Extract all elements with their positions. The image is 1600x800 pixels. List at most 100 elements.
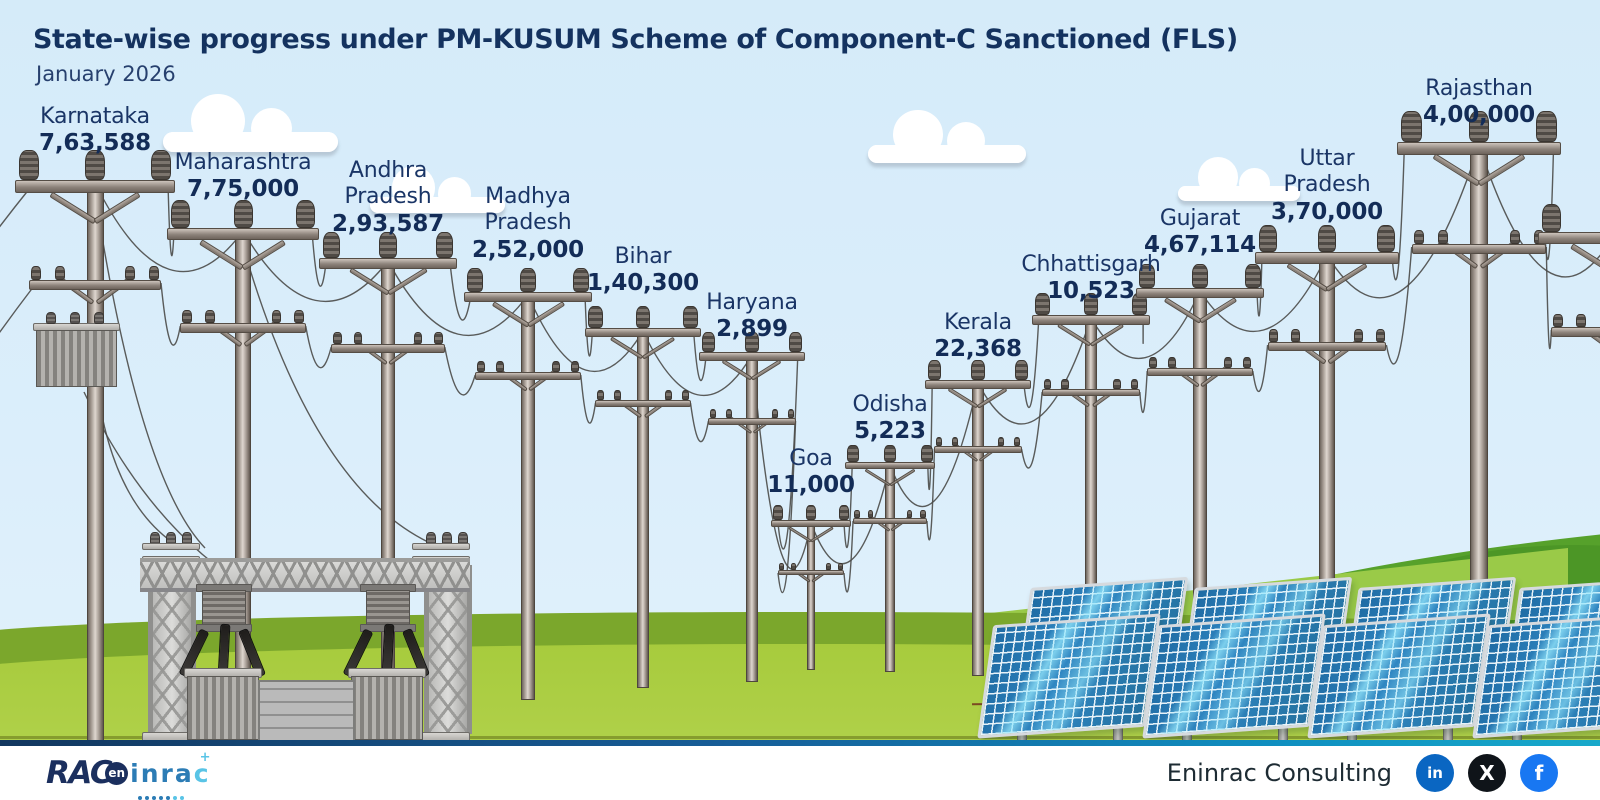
substation-transformer <box>351 676 423 740</box>
page-subtitle: January 2026 <box>36 62 176 86</box>
footer-divider <box>0 740 1600 746</box>
insulator-icon <box>701 332 715 352</box>
substation-left-tower <box>148 565 196 734</box>
pole-odisha <box>845 445 935 672</box>
pole-mast <box>885 466 895 672</box>
insulator-icon <box>787 408 795 418</box>
stack <box>366 590 410 626</box>
insulator-icon <box>588 306 603 328</box>
pole-crossarm-lower <box>1042 388 1140 397</box>
cloud-4 <box>1178 157 1300 201</box>
pole-crossarm <box>1031 314 1151 325</box>
insulator-icon <box>1043 378 1052 389</box>
solar-panel <box>977 613 1161 739</box>
transformer-bushing <box>46 312 56 324</box>
insulator-icon <box>55 266 65 280</box>
pole-bihar <box>585 306 701 688</box>
insulator-icon <box>1291 329 1300 342</box>
insulator-icon <box>791 563 796 570</box>
insulator-icon <box>920 510 926 518</box>
logo-text-primary: RAC <box>46 755 113 791</box>
insulator-icon <box>271 309 281 323</box>
control-cabinet <box>258 680 355 740</box>
insulator-icon <box>1576 313 1586 327</box>
ground-edge <box>0 736 1600 739</box>
substation-right-tower <box>424 565 472 734</box>
insulator-icon <box>806 505 816 520</box>
substation-transformer <box>187 676 259 740</box>
pole-rajasthan <box>1397 111 1561 700</box>
cloud-3 <box>868 109 1026 163</box>
pole-crossarm <box>1538 232 1600 245</box>
insulator-icon <box>997 436 1005 446</box>
insulator-icon <box>771 408 779 418</box>
cloud-1 <box>163 93 338 152</box>
insulator-icon <box>379 232 397 258</box>
insulator-icon <box>1509 229 1520 244</box>
insulator-icon <box>1401 111 1422 142</box>
insulator-icon <box>571 360 580 372</box>
logo-plus-icon: + <box>199 749 211 765</box>
pole-mast <box>806 523 816 670</box>
solar-panel <box>1307 613 1491 739</box>
pole-karnataka <box>15 150 175 740</box>
insulator-icon <box>1168 356 1176 368</box>
pole-kerala <box>925 360 1031 676</box>
state-value: 4,00,000 <box>1423 102 1535 129</box>
state-value: 5,223 <box>854 418 926 445</box>
cloud-2 <box>370 166 505 213</box>
pole-mast <box>86 190 104 740</box>
state-name: Bihar <box>614 244 672 269</box>
insulator-icon <box>294 309 304 323</box>
pole-crossarm <box>585 327 701 338</box>
insulator-icon <box>951 436 959 446</box>
insulator-icon <box>838 563 843 570</box>
tower-bar <box>142 543 200 550</box>
insulator-icon <box>476 360 485 372</box>
state-value: 4,67,114 <box>1144 232 1256 259</box>
pole-crossarm-lower <box>708 417 796 425</box>
insulator-icon <box>745 332 759 352</box>
pole-crossarm <box>925 379 1031 389</box>
pole-crossarm-lower <box>331 343 445 353</box>
insulator-icon <box>1377 225 1396 252</box>
state-value: 7,63,588 <box>39 130 151 157</box>
insulator-icon <box>614 389 622 400</box>
page-title: State-wise progress under PM-KUSUM Schem… <box>33 24 1238 55</box>
pole-crossarm-lower <box>29 280 161 290</box>
pole-mast <box>636 334 650 688</box>
insulator-icon <box>927 360 941 380</box>
insulator-icon <box>826 563 831 570</box>
state-name: Gujarat <box>1159 206 1241 231</box>
facebook-icon[interactable]: f <box>1520 754 1558 792</box>
logo-chip: en <box>105 761 129 785</box>
logo-dots <box>138 796 184 800</box>
insulator-icon <box>182 309 192 323</box>
insulator-icon <box>233 199 253 228</box>
state-value: 1,40,300 <box>587 270 699 297</box>
x-icon[interactable]: X <box>1468 754 1506 792</box>
transformer-bushing <box>70 312 80 324</box>
pole-mast <box>972 385 984 676</box>
state-name: Rajasthan <box>1425 76 1533 101</box>
pole-crossarm <box>464 292 592 303</box>
insulator-icon <box>353 331 363 344</box>
substation-illustration <box>140 520 472 740</box>
linkedin-icon[interactable]: in <box>1416 754 1454 792</box>
substation-truss-beam <box>140 558 470 592</box>
insulator-icon <box>725 408 733 418</box>
insulator-icon <box>1139 264 1156 288</box>
insulator-icon <box>1269 329 1279 342</box>
insulator-icon <box>322 232 340 258</box>
pole-crossarm-lower <box>595 399 691 408</box>
pole-crossarm-lower <box>1551 327 1600 337</box>
insulator-icon <box>664 389 672 400</box>
solar-panel <box>1472 613 1600 739</box>
